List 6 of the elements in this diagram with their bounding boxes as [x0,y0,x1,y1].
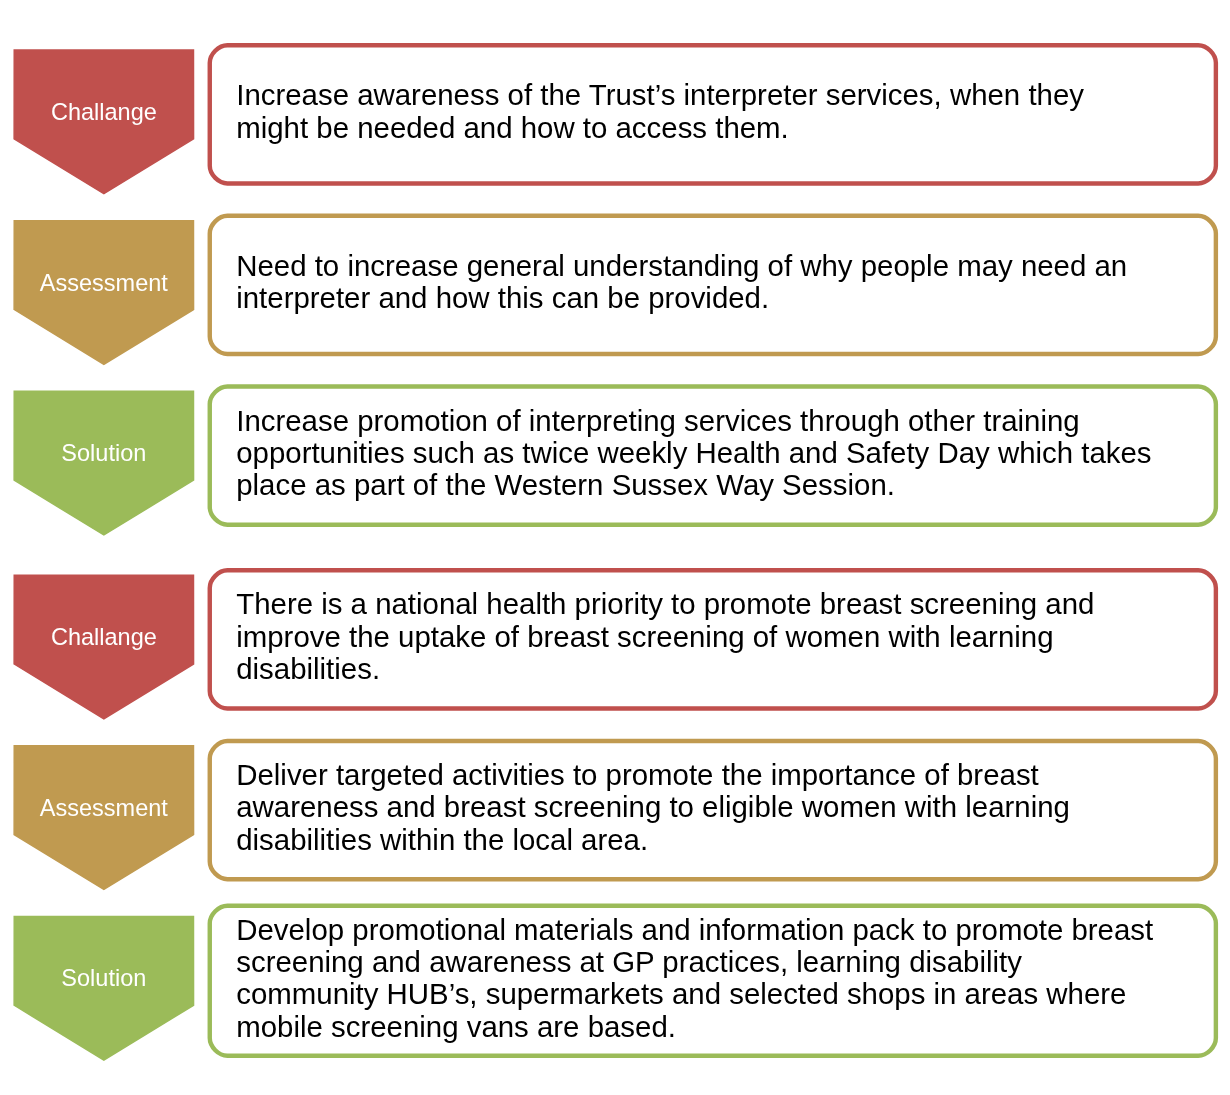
node-box: Develop promotional materials and information pack to promote breast screening and awareness at GP practices, learning disability community HUB’s, supermarkets and selected shops in areas where mobile screening vans are based. [207,903,1219,1058]
node-box: Increase promotion of interpreting services through other training opportunities such as twice weekly Health and Safety Day which takes place as part of the Western Sussex Way Session. [207,384,1219,527]
node-box: There is a national health priority to promote breast screening and improve the uptake of breast screening of women with learning disabilities. [207,568,1219,711]
node-box: Deliver targeted activities to promote the importance of breast awareness and breast screening to eligible women with learning disabilities within the local area. [207,738,1219,882]
node-box: Need to increase general understanding of why people may need an interpreter and how this can be provided. [207,213,1219,357]
node-box: Increase awareness of the Trust’s interpreter services, when they might be needed and how to access them. [207,42,1219,186]
